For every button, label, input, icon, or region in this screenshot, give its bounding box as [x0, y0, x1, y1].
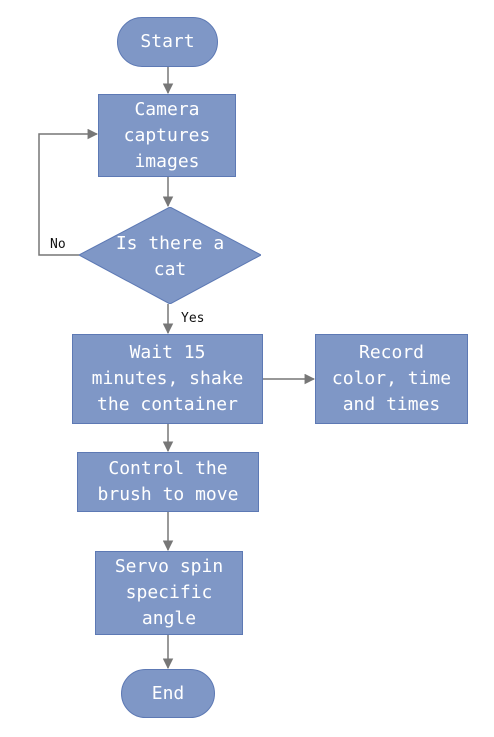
start-node: Start [117, 17, 218, 67]
camera-capture-node: Camera captures images [98, 94, 236, 177]
wait-shake-node: Wait 15 minutes, shake the container [72, 334, 263, 424]
brush-control-node: Control the brush to move [77, 452, 259, 512]
end-node: End [121, 669, 215, 718]
decision-diamond-shape [79, 207, 261, 304]
cat-decision-node: Is there a cat [79, 207, 261, 304]
servo-spin-node: Servo spin specific angle [95, 551, 243, 635]
yes-branch-label: Yes [181, 311, 205, 326]
no-branch-label: No [50, 237, 66, 252]
cat-decision-label: Is there a cat [115, 233, 225, 280]
record-node: Record color, time and times [315, 334, 468, 424]
